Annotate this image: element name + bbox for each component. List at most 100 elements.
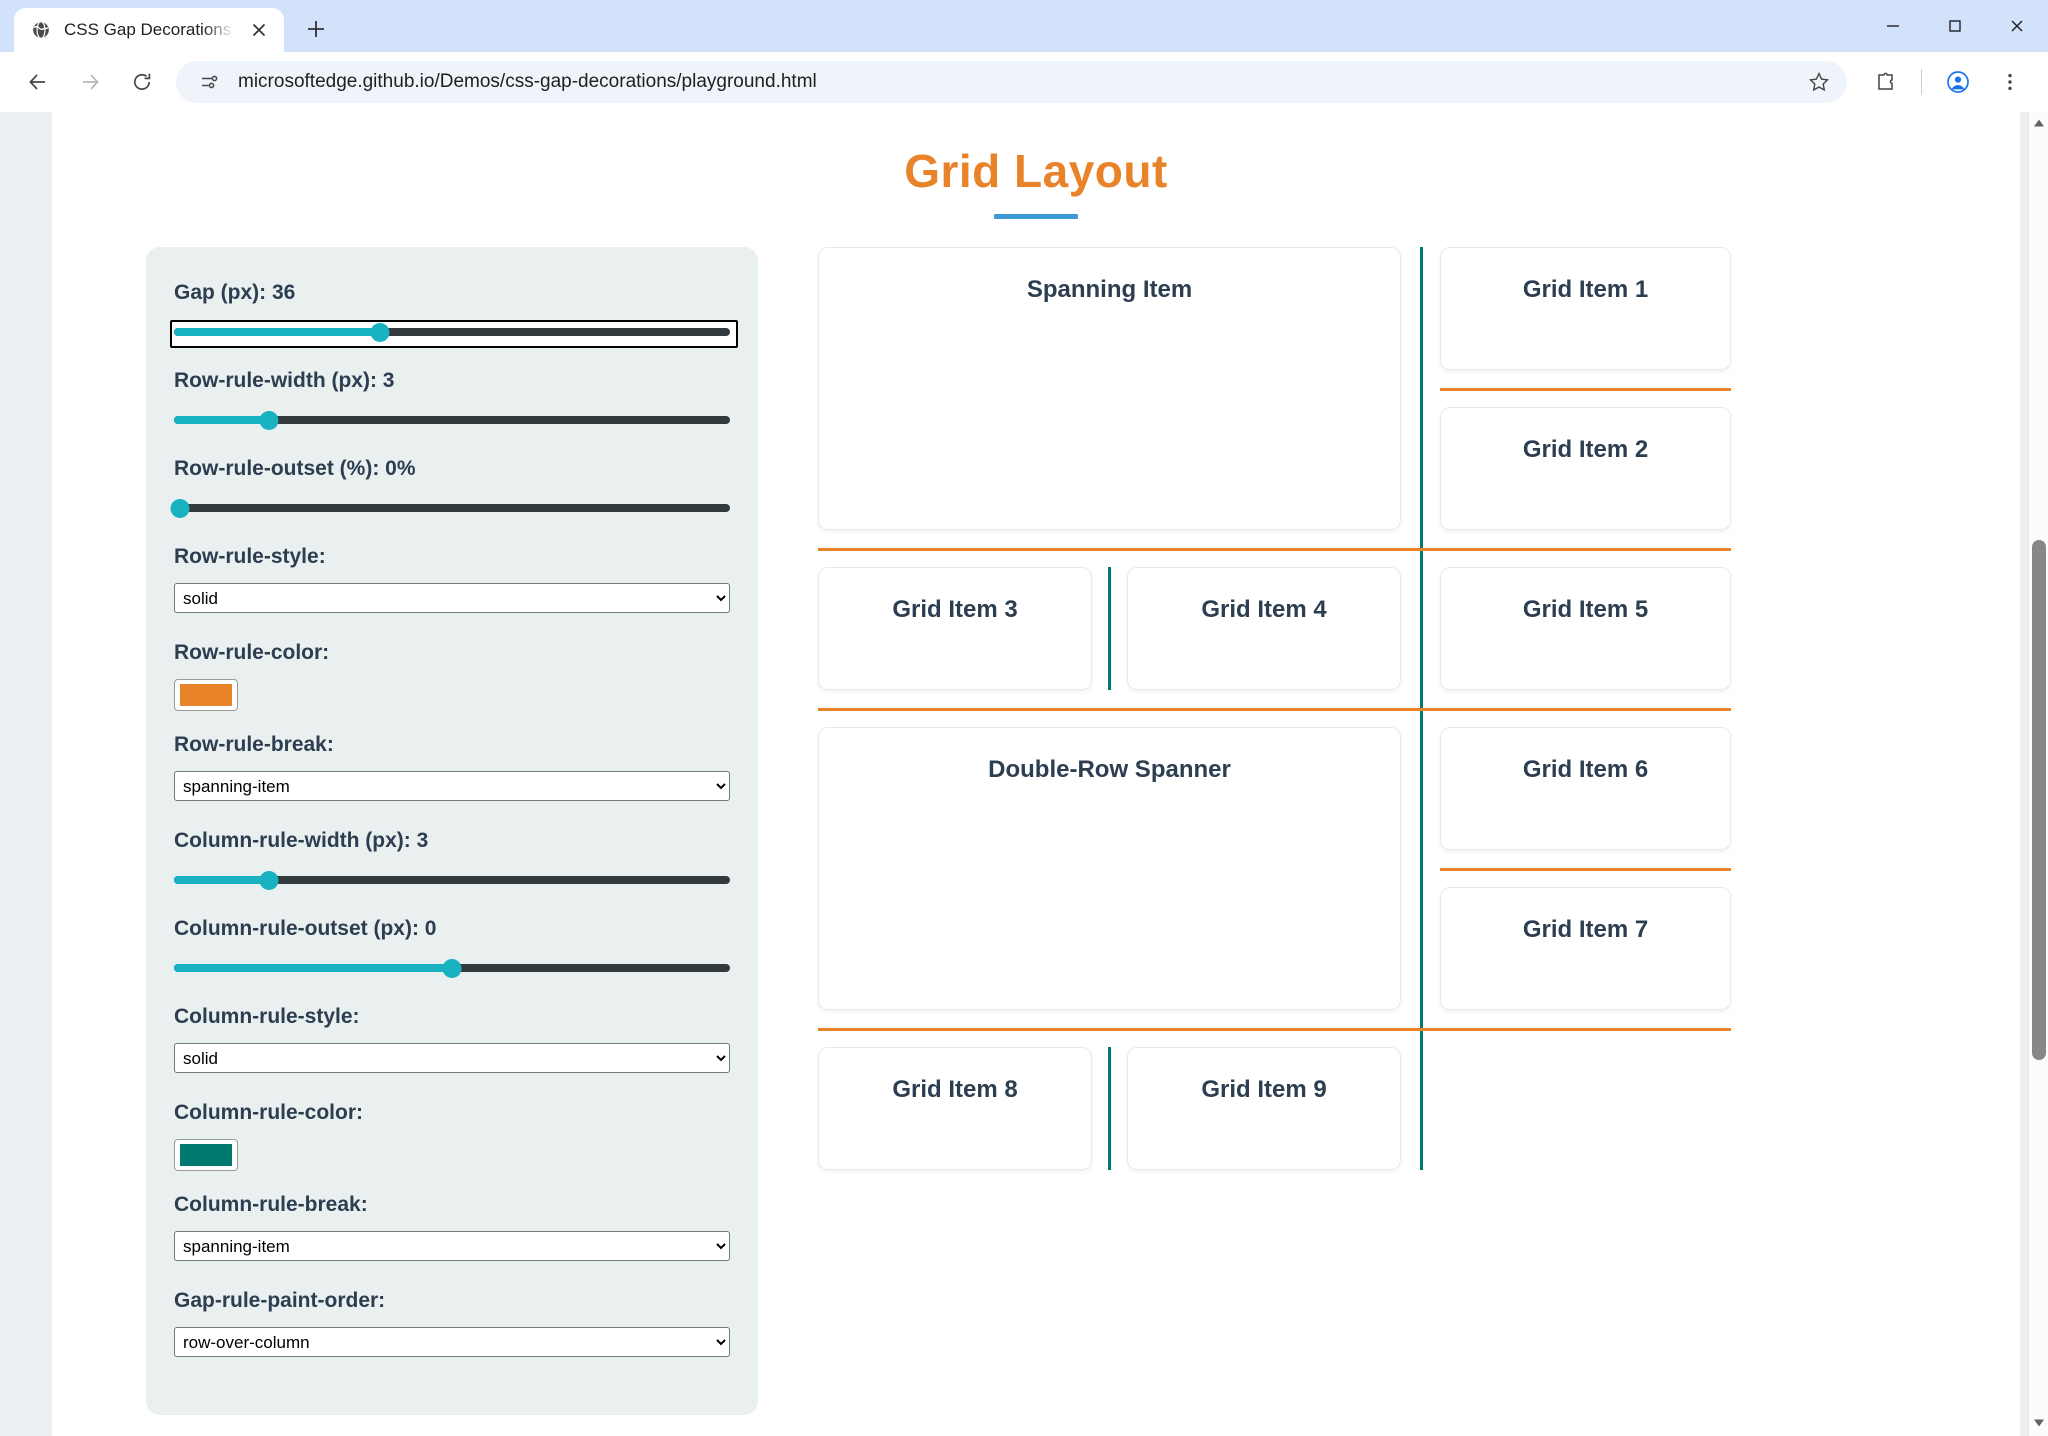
grid-card-item1: Grid Item 1: [1440, 247, 1731, 370]
control-label: Column-rule-outset (px): 0: [174, 917, 437, 940]
color-swatch-fill: [180, 1144, 232, 1166]
grid-card-label: Spanning Item: [1026, 276, 1193, 303]
select-5[interactable]: nonespanning-itemintersection: [174, 771, 730, 801]
grid-card-item6: Grid Item 6: [1440, 727, 1731, 850]
slider-thumb[interactable]: [442, 959, 462, 978]
control-label: Gap (px): 36: [174, 281, 296, 304]
slider-thumb[interactable]: [170, 499, 190, 518]
control-group: Gap (px): 36: [170, 281, 738, 348]
slider-track: [174, 416, 730, 424]
scroll-down-arrow-icon[interactable]: [2033, 1415, 2045, 1433]
control-label: Row-rule-outset (%): 0%: [174, 457, 416, 480]
control-group: Column-rule-color:: [174, 1101, 730, 1171]
grid-card-label: Grid Item 5: [1522, 596, 1649, 623]
row-rule-1: [818, 548, 1731, 551]
color-swatch-4[interactable]: [174, 679, 238, 711]
control-label: Column-rule-color:: [174, 1101, 363, 1124]
control-group: Row-rule-style:nonesoliddasheddotteddoub…: [174, 545, 730, 639]
url-text: microsoftedge.github.io/Demos/css-gap-de…: [238, 71, 817, 92]
row-rule-0: [1440, 388, 1731, 391]
window-close-icon[interactable]: [1986, 0, 2048, 52]
control-label: Column-rule-style:: [174, 1005, 360, 1028]
grid-card-doublerow: Double-Row Spanner: [818, 727, 1401, 1010]
slider-fill: [174, 328, 380, 336]
extensions-puzzle-icon[interactable]: [1861, 58, 1909, 106]
star-icon[interactable]: [1799, 62, 1839, 102]
scrollbar-thumb[interactable]: [2032, 540, 2046, 1060]
select-11[interactable]: row-over-columncolumn-over-row: [174, 1327, 730, 1357]
toolbar-divider: [1921, 69, 1922, 95]
grid-card-label: Grid Item 2: [1522, 436, 1649, 463]
web-page: Grid Layout Gap (px): 36 Row-rule-width (…: [52, 112, 2020, 1436]
close-icon[interactable]: [246, 17, 272, 43]
control-group: Row-rule-break:nonespanning-itemintersec…: [174, 733, 730, 827]
control-label: Column-rule-width (px): 3: [174, 829, 429, 852]
color-swatch-9[interactable]: [174, 1139, 238, 1171]
window-controls: [1862, 0, 2048, 52]
control-group: Row-rule-outset (%): 0%: [170, 457, 730, 521]
slider-7[interactable]: [174, 955, 730, 981]
select-10[interactable]: nonespanning-itemintersection: [174, 1231, 730, 1261]
control-group: Column-rule-break: nonespanning-iteminter…: [174, 1193, 730, 1287]
color-swatch-fill: [180, 684, 232, 706]
slider-thumb[interactable]: [259, 411, 279, 430]
site-settings-icon[interactable]: [192, 65, 226, 99]
control-group: Column-rule-width (px): 3: [174, 829, 730, 893]
grid-card-item7: Grid Item 7: [1440, 887, 1731, 1010]
title-underline: [994, 214, 1078, 219]
grid-card-label: Double-Row Spanner: [988, 756, 1231, 783]
slider-2[interactable]: [170, 495, 730, 521]
minimize-icon[interactable]: [1862, 0, 1924, 52]
tab-strip: CSS Gap Decorations playground: [0, 0, 2048, 52]
reload-icon[interactable]: [118, 58, 166, 106]
slider-fill: [174, 876, 269, 884]
grid-card-label: Grid Item 7: [1522, 916, 1649, 943]
slider-thumb[interactable]: [259, 871, 279, 890]
control-label: Row-rule-width (px): 3: [174, 369, 395, 392]
control-group: Row-rule-width (px): 3: [174, 369, 730, 433]
control-group: Gap-rule-paint-order: row-over-columncolu…: [174, 1289, 730, 1383]
slider-track: [174, 504, 730, 512]
more-vertical-icon[interactable]: [1986, 58, 2034, 106]
column-rule-1: [1108, 567, 1111, 690]
slider-fill: [174, 416, 269, 424]
row-rule-3: [1440, 868, 1731, 871]
page-viewport: Grid Layout Gap (px): 36 Row-rule-width (…: [0, 112, 2048, 1436]
tab-title: CSS Gap Decorations playground: [64, 20, 234, 39]
slider-1[interactable]: [174, 407, 730, 433]
column-rule-2: [1108, 1047, 1111, 1170]
select-8[interactable]: nonesoliddasheddotteddoublegrooveridgein…: [174, 1043, 730, 1073]
grid-card-spanning: Spanning Item: [818, 247, 1401, 530]
control-label: Gap-rule-paint-order:: [174, 1289, 386, 1312]
row-rule-2: [818, 708, 1731, 711]
omnibox-actions: [1799, 62, 1839, 102]
page-title: Grid Layout: [904, 145, 1168, 197]
grid-card-label: Grid Item 3: [892, 596, 1018, 623]
grid-card-item2: Grid Item 2: [1440, 407, 1731, 530]
grid-card-item3: Grid Item 3: [818, 567, 1092, 690]
grid-card-label: Grid Item 8: [892, 1076, 1018, 1103]
control-label: Column-rule-break:: [174, 1193, 368, 1216]
scroll-up-arrow-icon[interactable]: [2033, 115, 2045, 133]
new-tab-button[interactable]: [296, 9, 336, 49]
address-bar[interactable]: microsoftedge.github.io/Demos/css-gap-de…: [176, 61, 1847, 103]
globe-icon: [30, 19, 52, 41]
grid-card-label: Grid Item 6: [1522, 756, 1649, 783]
profile-avatar-icon[interactable]: [1934, 58, 1982, 106]
back-arrow-icon[interactable]: [14, 58, 62, 106]
select-3[interactable]: nonesoliddasheddotteddoublegrooveridgein…: [174, 583, 730, 613]
control-group: Row-rule-color:: [174, 641, 730, 711]
page-scrollbar[interactable]: [2028, 112, 2048, 1436]
maximize-icon[interactable]: [1924, 0, 1986, 52]
control-label: Row-rule-color:: [174, 641, 330, 664]
slider-thumb[interactable]: [370, 323, 390, 342]
control-group: Column-rule-outset (px): 0: [174, 917, 730, 981]
slider-6[interactable]: [174, 867, 730, 893]
row-rule-4: [818, 1028, 1731, 1031]
grid-demo: Spanning Item Grid Item 1 Grid Item 2 Grid …: [818, 247, 1960, 1343]
browser-tab[interactable]: CSS Gap Decorations playground: [14, 8, 284, 52]
slider-0[interactable]: [170, 319, 738, 348]
grid-card-item4: Grid Item 4: [1127, 567, 1401, 690]
slider-fill: [174, 964, 452, 972]
slider-track: [174, 876, 730, 884]
